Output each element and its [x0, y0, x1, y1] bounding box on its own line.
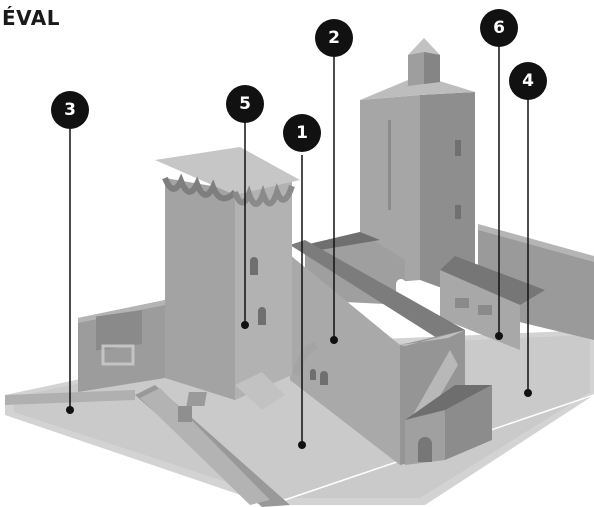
marker-1-label: 1 — [296, 123, 308, 143]
square-tower-front — [165, 178, 235, 400]
marker-1[interactable]: 1 — [283, 114, 321, 152]
keep-tower-side — [420, 92, 475, 300]
diagram-title: ÉVAL — [2, 6, 61, 30]
marker-4-label: 4 — [522, 71, 534, 91]
marker-4[interactable]: 4 — [509, 62, 547, 100]
marker-6[interactable]: 6 — [480, 9, 518, 47]
marker-3[interactable]: 3 — [51, 91, 89, 129]
marker-6-label: 6 — [493, 18, 505, 38]
annex-roof — [440, 256, 545, 305]
marker-5[interactable]: 5 — [226, 85, 264, 123]
square-tower-side — [235, 178, 292, 400]
marker-5-label: 5 — [239, 94, 251, 114]
square-tower-top — [155, 147, 300, 195]
small-house-roof — [405, 385, 492, 420]
hall-front — [290, 255, 400, 465]
tower-steps — [235, 372, 285, 410]
marker-2-label: 2 — [328, 28, 340, 48]
marker-3-label: 3 — [64, 100, 76, 120]
keep-tower-top — [360, 75, 475, 100]
marker-2[interactable]: 2 — [315, 19, 353, 57]
